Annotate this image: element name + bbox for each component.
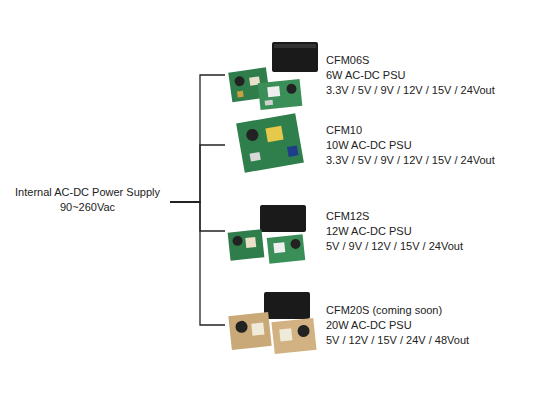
- product-name: CFM20S (coming soon): [326, 303, 469, 318]
- capacitor: [235, 320, 248, 333]
- output-voltages: 3.3V / 5V / 9V / 12V / 15V / 24Vout: [326, 83, 495, 98]
- pcb: [271, 318, 316, 354]
- transformer: [273, 242, 285, 253]
- component: [265, 100, 273, 106]
- component: [287, 145, 299, 157]
- module-edge: [274, 44, 316, 48]
- power-rating: 20W AC-DC PSU: [326, 318, 469, 333]
- pcb-board: [271, 318, 316, 354]
- capacitor: [245, 128, 259, 142]
- product-block: CFM1010W AC-DC PSU3.3V / 5V / 9V / 12V /…: [228, 113, 528, 177]
- transformer: [267, 86, 280, 97]
- capacitor: [290, 238, 301, 249]
- pcb: [258, 79, 303, 110]
- product-text: CFM12S12W AC-DC PSU5V / 9V / 12V / 15V /…: [326, 209, 463, 254]
- product-name: CFM06S: [326, 53, 495, 68]
- cfm12s-photo: [228, 205, 306, 264]
- capacitor: [297, 324, 310, 337]
- module-case: [260, 205, 306, 232]
- transformer: [265, 126, 283, 143]
- source-label: Internal AC-DC Power Supply: [5, 185, 170, 200]
- transformer: [251, 323, 264, 336]
- power-rating: 12W AC-DC PSU: [326, 224, 463, 239]
- pcb: [228, 312, 271, 350]
- product-block: CFM12S12W AC-DC PSU5V / 9V / 12V / 15V /…: [228, 200, 528, 262]
- product-block: CFM20S (coming soon)20W AC-DC PSU5V / 12…: [228, 292, 528, 358]
- power-rating: 10W AC-DC PSU: [326, 138, 495, 153]
- output-voltages: 5V / 12V / 15V / 24V / 48Vout: [326, 333, 469, 348]
- cfm10-photo: [236, 113, 304, 173]
- pcb-board: [228, 229, 265, 260]
- cfm20s-photo: [228, 292, 316, 354]
- pcb-board: [258, 79, 303, 110]
- pcb: [267, 234, 306, 264]
- pcb-board: [228, 312, 271, 350]
- output-voltages: 5V / 9V / 12V / 15V / 24Vout: [326, 239, 463, 254]
- capacitor: [232, 235, 243, 246]
- bracket-connector: [170, 202, 225, 231]
- capacitor: [234, 76, 245, 87]
- source-block: Internal AC-DC Power Supply90~260Vac: [5, 184, 170, 216]
- power-rating: 6W AC-DC PSU: [326, 68, 495, 83]
- pcb-board: [267, 234, 306, 264]
- cfm06s-photo: [228, 42, 318, 110]
- component: [237, 91, 244, 98]
- component: [250, 152, 261, 162]
- pcb: [228, 229, 265, 260]
- bracket-connector: [170, 75, 225, 202]
- product-text: CFM06S6W AC-DC PSU3.3V / 5V / 9V / 12V /…: [326, 53, 495, 98]
- bracket-connector: [170, 202, 225, 325]
- bracket-connector: [170, 145, 225, 202]
- product-name: CFM10: [326, 123, 495, 138]
- product-text: CFM20S (coming soon)20W AC-DC PSU5V / 12…: [326, 303, 469, 348]
- output-voltages: 3.3V / 5V / 9V / 12V / 15V / 24Vout: [326, 153, 495, 168]
- transformer: [279, 328, 292, 341]
- product-name: CFM12S: [326, 209, 463, 224]
- capacitor: [286, 83, 297, 94]
- product-block: CFM06S6W AC-DC PSU3.3V / 5V / 9V / 12V /…: [228, 40, 528, 110]
- module-case: [264, 292, 310, 319]
- module-case: [272, 42, 318, 72]
- pcb-board: [236, 113, 304, 173]
- source-label: 90~260Vac: [5, 200, 170, 215]
- transformer: [245, 237, 256, 248]
- product-text: CFM1010W AC-DC PSU3.3V / 5V / 9V / 12V /…: [326, 123, 495, 168]
